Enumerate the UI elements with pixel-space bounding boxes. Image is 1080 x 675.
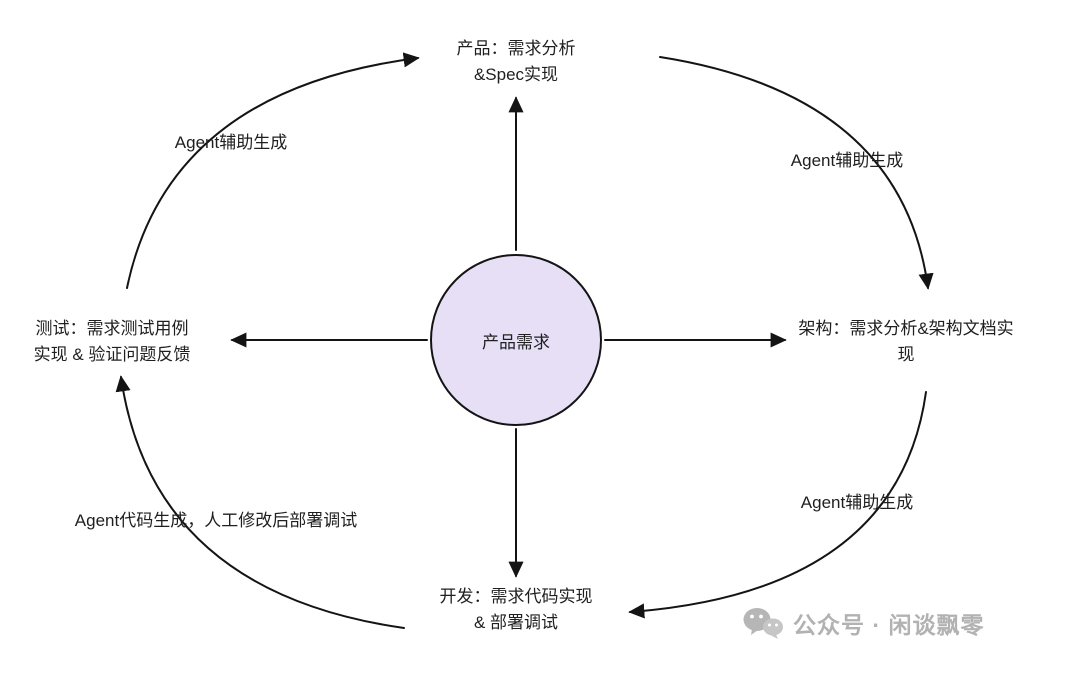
arrow-test-to-product [126,52,420,289]
arrow-product-to-arch [659,56,934,290]
edge-label-test-to-product: Agent辅助生成 [174,133,288,152]
edge-label-arch-to-dev: Agent辅助生成 [800,493,914,512]
node-development: 开发：需求代码实现 & 部署调试 [439,587,593,632]
node-architecture: 架构：需求分析&架构文档实 现 [798,319,1014,364]
arrow-arch-to-dev [628,391,927,619]
wechat-icon [743,608,783,639]
center-node: 产品需求 [430,254,602,426]
watermark-text: 公众号 · 闲谈飘零 [793,612,985,638]
node-product: 产品：需求分析 &Spec实现 [456,39,576,84]
arrow-dev-to-test [115,375,405,629]
node-testing: 测试：需求测试用例 实现 & 验证问题反馈 [33,319,191,364]
center-node-label: 产品需求 [482,332,550,352]
edge-label-product-to-arch: Agent辅助生成 [790,151,904,170]
watermark: 公众号 · 闲谈飘零 [742,606,984,640]
edge-label-dev-to-test: Agent代码生成，人工修改后部署调试 [74,511,358,530]
